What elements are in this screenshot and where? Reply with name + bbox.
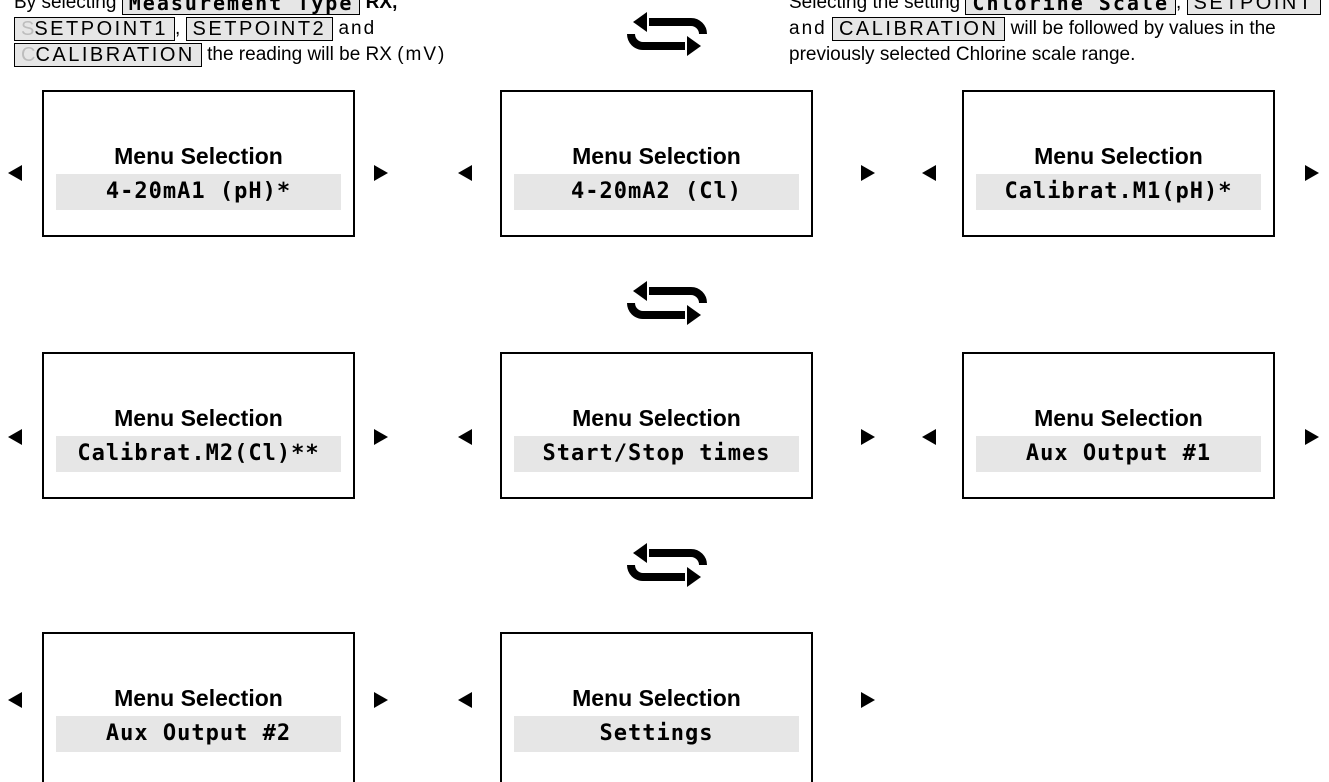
note-left-line-2: SSETPOINT1, SETPOINT2 and [14,16,446,42]
left-triangle-icon[interactable] [456,690,474,710]
followed-text: will be followed by values in the [1010,18,1276,39]
menu-selection-value: 4-20mA2 (Cl) [514,174,799,210]
menu-screen-calibrat-m1: Menu Selection Calibrat.M1(pH)* [962,90,1275,237]
left-triangle-icon[interactable] [920,163,938,183]
menu-selection-title: Menu Selection [572,405,741,431]
menu-selection-value: Start/Stop times [514,436,799,472]
menu-screen-start-stop: Menu Selection Start/Stop times [500,352,813,499]
menu-selection-value: Aux Output #1 [976,436,1261,472]
right-triangle-icon[interactable] [372,163,390,183]
menu-selection-title: Menu Selection [114,405,283,431]
cycle-arrows-icon [621,536,713,592]
setpoint1-label: SETPOINT1 [34,17,168,40]
menu-selection-title: Menu Selection [1034,143,1203,169]
menu-screen-settings: Menu Selection Settings [500,632,813,782]
menu-selection-value: 4-20mA1 (pH)* [56,174,341,210]
setpoint1-tag: SSETPOINT1 [14,16,175,41]
note-left-line-3: CCALIBRATION the reading will be RX (mV) [14,42,446,68]
note-right-prefix: Selecting the setting [789,0,961,13]
note-right: Selecting the setting Chlorine Scale, SE… [789,0,1329,68]
right-triangle-icon[interactable] [1303,427,1321,447]
comma: , [174,18,181,39]
note-right-line-1: Selecting the setting Chlorine Scale, SE… [789,0,1329,16]
menu-screen-4-20ma2: Menu Selection 4-20mA2 (Cl) [500,90,813,237]
unit-text: (mV) [397,44,447,65]
faded-letter: C [21,43,36,66]
right-triangle-icon[interactable] [372,427,390,447]
setpoint2-tag: SETPOINT2 [185,16,334,41]
chlorine-scale-tag: Chlorine Scale [965,0,1176,15]
menu-selection-title: Menu Selection [572,143,741,169]
menu-selection-title: Menu Selection [114,685,283,711]
measurement-type-tag: Measurement Type [121,0,361,15]
faded-letter: S [21,17,35,40]
menu-screen-aux-output-2: Menu Selection Aux Output #2 [42,632,355,782]
menu-screen-calibrat-m2: Menu Selection Calibrat.M2(Cl)** [42,352,355,499]
menu-selection-value: Calibrat.M1(pH)* [976,174,1261,210]
note-left-prefix: By selecting [14,0,117,13]
note-right-line-3: previously selected Chlorine scale range… [789,42,1329,68]
menu-selection-value: Aux Output #2 [56,716,341,752]
left-triangle-icon[interactable] [456,163,474,183]
right-triangle-icon[interactable] [859,427,877,447]
right-triangle-icon[interactable] [859,690,877,710]
note-left: By selecting Measurement Type RX, SSETPO… [14,0,446,68]
cycle-arrows-icon [621,274,713,330]
menu-selection-title: Menu Selection [1034,405,1203,431]
left-triangle-icon[interactable] [456,427,474,447]
menu-selection-value: Settings [514,716,799,752]
right-triangle-icon[interactable] [372,690,390,710]
left-triangle-icon[interactable] [6,427,24,447]
right-triangle-icon[interactable] [859,163,877,183]
note-right-line-2: and CALIBRATION will be followed by valu… [789,16,1329,42]
right-triangle-icon[interactable] [1303,163,1321,183]
menu-screen-aux-output-1: Menu Selection Aux Output #1 [962,352,1275,499]
menu-selection-title: Menu Selection [114,143,283,169]
left-triangle-icon[interactable] [920,427,938,447]
setpoint-tag: SETPOINT [1186,0,1321,15]
left-triangle-icon[interactable] [6,690,24,710]
left-triangle-icon[interactable] [6,163,24,183]
calibration-tag: CALIBRATION [831,16,1006,41]
menu-selection-title: Menu Selection [572,685,741,711]
comma: , [1175,0,1182,13]
calibration-label: CALIBRATION [35,43,195,66]
rx-label: RX, [365,0,398,13]
menu-screen-4-20ma1: Menu Selection 4-20mA1 (pH)* [42,90,355,237]
note-left-line-1: By selecting Measurement Type RX, [14,0,446,16]
and-text: and [338,18,377,39]
calibration-tag: CCALIBRATION [14,42,202,67]
menu-selection-value: Calibrat.M2(Cl)** [56,436,341,472]
and-text: and [789,18,827,39]
reading-text: the reading will be RX [207,44,392,65]
scale-range-text: previously selected Chlorine scale range… [789,44,1136,65]
cycle-arrows-icon [621,5,713,61]
